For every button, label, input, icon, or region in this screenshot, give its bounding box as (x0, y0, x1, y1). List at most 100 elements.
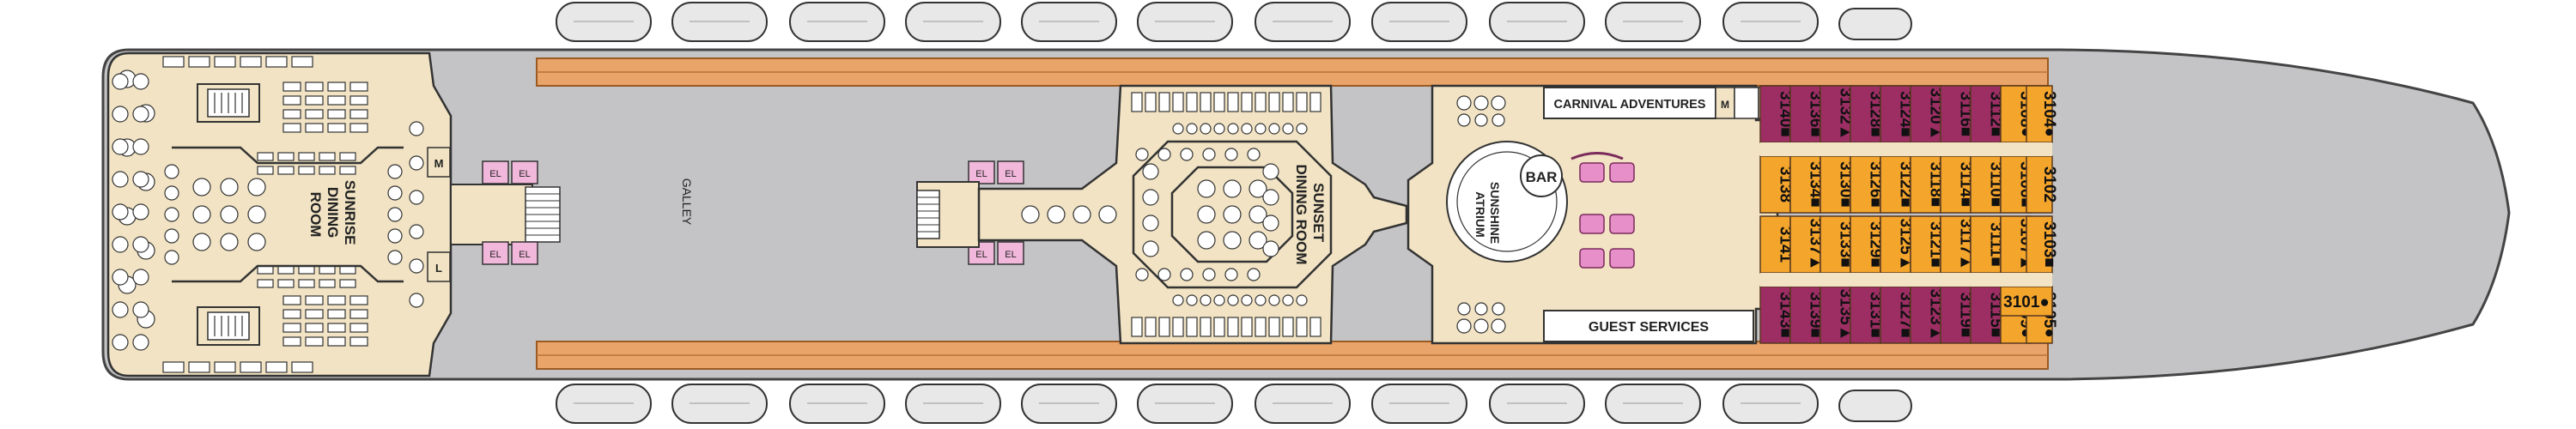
svg-text:SUNSHINE ATRIUM: SUNSHINE ATRIUM (1473, 182, 1502, 247)
cabin-3124[interactable] (1880, 85, 1911, 143)
cabin-3123[interactable] (1910, 286, 1941, 344)
dining-table (162, 361, 185, 373)
elevator[interactable] (968, 160, 995, 184)
dining-table (220, 233, 239, 251)
dining-table (283, 295, 301, 305)
cabin-number: 3102 (2040, 166, 2058, 202)
dining-table (298, 279, 315, 288)
elevator-label: EL (975, 250, 987, 260)
cabin-3135[interactable] (1820, 286, 1851, 344)
cabin-3122[interactable] (1880, 155, 1911, 214)
ladies-restroom-aft: L (435, 262, 442, 275)
dining-table (257, 279, 274, 288)
cabin-3141[interactable] (1759, 215, 1791, 274)
dining-table (1473, 95, 1489, 111)
dining-table (327, 336, 346, 347)
dining-table (1213, 123, 1225, 135)
dining-table (1172, 123, 1184, 135)
cabin-3106[interactable] (2000, 155, 2032, 214)
dining-table (1268, 123, 1280, 135)
elevator-label: EL (1005, 250, 1016, 260)
dining-table (214, 361, 236, 373)
cabin-number: 3103■ (2040, 221, 2058, 268)
cabin-3121[interactable] (1910, 215, 1941, 274)
dining-table (349, 123, 368, 133)
guest-services-label: GUEST SERVICES (1589, 320, 1710, 335)
dining-table (214, 56, 236, 68)
cabin-3112[interactable] (1970, 85, 2002, 143)
dining-table (1145, 92, 1157, 112)
cabin-3114[interactable] (1940, 155, 1971, 214)
dining-table (1197, 179, 1216, 198)
dining-table (305, 95, 324, 106)
cabin-3103[interactable] (2026, 215, 2053, 274)
dining-table (247, 178, 266, 196)
lounge-seat (1579, 214, 1605, 234)
dining-table (1158, 317, 1170, 337)
dining-table (132, 236, 149, 253)
dining-table (1247, 148, 1261, 161)
dining-table (220, 178, 239, 196)
dining-table (1255, 317, 1267, 337)
dining-table (164, 250, 179, 265)
dining-table (409, 224, 424, 239)
dining-table (327, 323, 346, 333)
dining-table (1296, 317, 1308, 337)
dining-table (192, 205, 211, 224)
dining-table (1241, 294, 1253, 306)
dining-table (1282, 123, 1294, 135)
svg-text:SUNRISE DINING ROO: SUNRISE DINING ROOM (307, 180, 358, 249)
dining-table (1072, 205, 1091, 224)
cabin-3143[interactable] (1759, 286, 1791, 344)
cabin-3120[interactable] (1910, 85, 1941, 143)
dining-table (112, 138, 129, 155)
dining-table (1180, 268, 1194, 281)
dining-table (305, 309, 324, 319)
elevator[interactable] (511, 160, 538, 184)
sunshine-atrium-area[interactable]: SUNSHINE ATRIUM BAR (1406, 84, 1779, 345)
dining-table (387, 250, 403, 265)
dining-table (164, 164, 179, 179)
elevator[interactable] (997, 241, 1024, 265)
elevator-label: EL (975, 169, 987, 179)
dining-table (319, 279, 336, 288)
dining-table (1296, 123, 1308, 135)
dining-table (1180, 148, 1194, 161)
cabin-3116[interactable] (1940, 85, 1971, 143)
dining-table (265, 56, 288, 68)
elevator[interactable] (997, 160, 1024, 184)
cabin-3126[interactable] (1850, 155, 1881, 214)
dining-table (349, 309, 368, 319)
cabins: 3140■3136■3132▲3128■3124■3120▲3116■3112■… (1759, 85, 2058, 344)
sunrise-label-2: DINING (325, 187, 341, 239)
elevator[interactable] (482, 241, 509, 265)
dining-table (192, 233, 211, 251)
dining-table (1200, 317, 1212, 337)
dining-table (1474, 302, 1488, 316)
cabin-3129[interactable] (1850, 215, 1881, 274)
elevator[interactable] (482, 160, 509, 184)
dining-table (1296, 92, 1308, 112)
dining-table (1249, 205, 1267, 224)
lounge-seat (1609, 214, 1635, 234)
dining-table (240, 56, 262, 68)
dining-table (112, 106, 129, 123)
atrium-label-2: ATRIUM (1473, 191, 1487, 237)
dining-table (327, 109, 346, 119)
dining-table (1213, 317, 1225, 337)
dining-table (349, 95, 368, 106)
dining-table (1197, 231, 1216, 250)
sunrise-label-3: ROOM (307, 192, 324, 238)
elevator-label: EL (1005, 169, 1016, 179)
dining-table (1241, 123, 1253, 135)
dining-table (1186, 123, 1198, 135)
dining-table (112, 73, 129, 90)
cabin-3101[interactable] (2000, 286, 2053, 317)
dining-table (327, 309, 346, 319)
dining-table (188, 56, 210, 68)
elevator[interactable] (511, 241, 538, 265)
sunrise-dining-room[interactable]: SUNRISE DINING ROOM (106, 51, 453, 378)
dining-table (409, 155, 424, 171)
dining-table (1241, 317, 1253, 337)
sunset-dining-room[interactable]: SUNSET DINING ROOM (916, 84, 1408, 345)
